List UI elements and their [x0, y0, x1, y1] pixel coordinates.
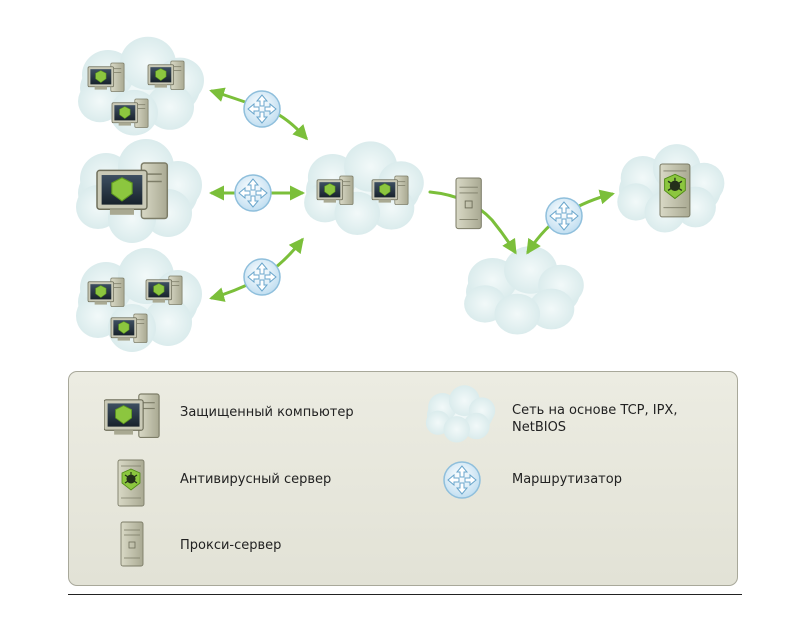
- router-icon: [234, 174, 272, 212]
- cloud-icon: [425, 385, 496, 443]
- proxy-server-icon: [455, 177, 482, 230]
- legend-label-router: Маршрутизатор: [512, 472, 622, 487]
- antivirus-server-icon: [117, 459, 145, 507]
- legend-label-protected-computer: Защищенный компьютер: [180, 405, 354, 420]
- bottom-divider: [68, 594, 742, 595]
- router-icon: [243, 90, 281, 128]
- router-icon: [443, 461, 481, 499]
- proxy-server-icon: [120, 521, 144, 567]
- antivirus-server-icon: [659, 163, 691, 218]
- tcp-network-cloud: [464, 246, 584, 335]
- legend-label-network: Сеть на основе TCP, IPX, NetBIOS: [512, 403, 678, 435]
- router-icon: [243, 258, 281, 296]
- router-icon: [545, 197, 583, 235]
- legend: [68, 371, 738, 586]
- protected-computer-icon: [104, 393, 160, 438]
- legend-label-antivirus-server: Антивирусный сервер: [180, 472, 332, 487]
- connection-arrow-4: [428, 190, 517, 255]
- legend-label-proxy-server: Прокси-сервер: [180, 538, 282, 553]
